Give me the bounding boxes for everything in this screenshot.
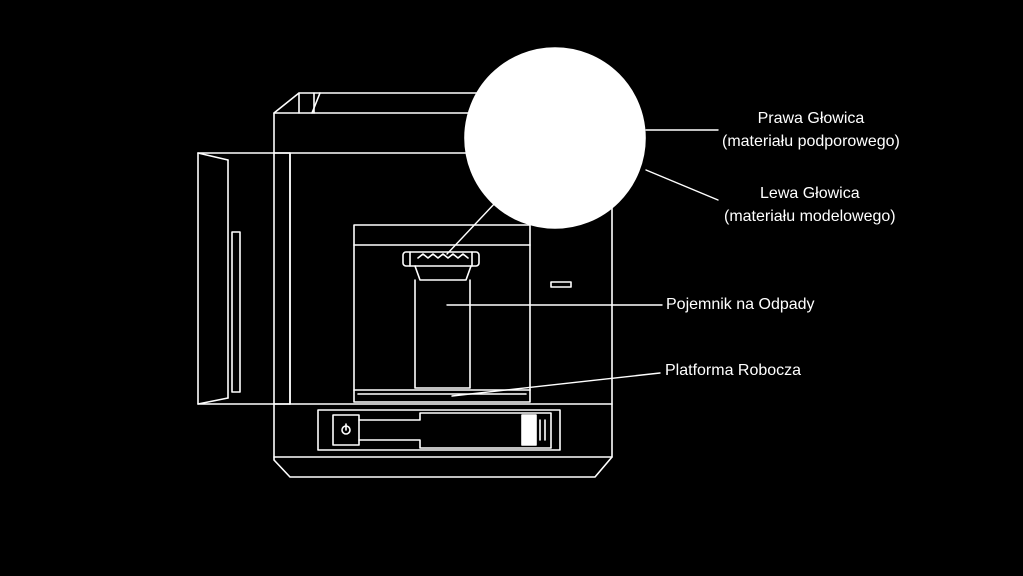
leader-lines — [446, 129, 719, 397]
leader-magnifier — [446, 201, 497, 255]
control-panel — [317, 409, 561, 451]
status-slot — [550, 281, 572, 288]
label-right-head: Prawa Głowica (materiału podporowego) — [722, 107, 900, 153]
label-left-head-title: Lewa Głowica — [760, 185, 860, 202]
side-door — [197, 152, 291, 405]
leader-build-platform — [451, 372, 661, 397]
label-left-head: Lewa Głowica (materiału modelowego) — [724, 182, 896, 228]
label-right-head-title: Prawa Głowica — [757, 110, 865, 127]
label-left-head-subtitle: (materiału modelowego) — [724, 208, 896, 225]
label-right-head-subtitle: (materiału podporowego) — [722, 133, 900, 150]
label-waste-bin-text: Pojemnik na Odpady — [666, 296, 815, 313]
leader-left-head — [645, 169, 719, 201]
waste-bin — [414, 279, 471, 389]
label-build-platform: Platforma Robocza — [665, 359, 801, 382]
print-head-carriage — [402, 251, 480, 281]
magnifier-circle — [464, 47, 646, 229]
label-build-platform-text: Platforma Robocza — [665, 362, 802, 379]
label-waste-bin: Pojemnik na Odpady — [666, 293, 815, 316]
